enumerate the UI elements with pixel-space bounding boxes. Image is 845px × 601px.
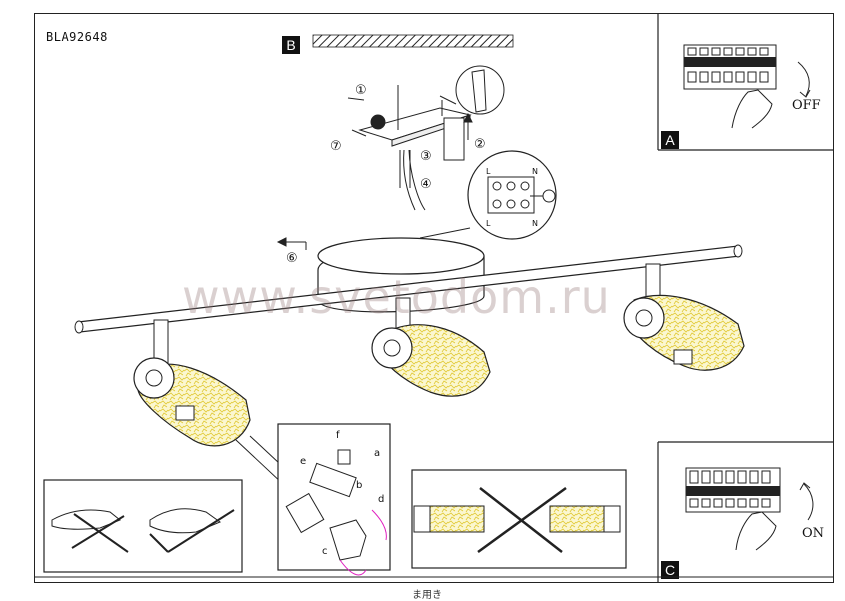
page-frame: [34, 13, 834, 583]
do-not-touch-panel: [43, 479, 243, 573]
panel-b-label: B: [282, 36, 300, 54]
terminal-bottom-n: N: [532, 219, 538, 228]
incorrect-installation-panel: [411, 469, 627, 569]
spotlight-bar: [74, 244, 743, 334]
step-7-marker: ⑦: [330, 139, 342, 154]
step-1-marker: ①: [355, 83, 367, 98]
breaker-panel-on: [685, 467, 814, 551]
step-3-marker: ③: [420, 149, 432, 164]
watermark: www.svetodom.ru: [182, 270, 611, 324]
direction-arrows: [276, 95, 473, 250]
bulb-replacement-detail: [277, 423, 391, 576]
terminal-detail: [419, 150, 557, 240]
spotlight-center: [371, 297, 491, 397]
model-number: BLA92648: [46, 30, 108, 44]
ceiling-hatch: [312, 34, 514, 48]
step-a-label: a: [374, 448, 380, 459]
panel-a-label: A: [661, 131, 679, 149]
panel-c-label: C: [661, 561, 679, 579]
step-b-label: b: [356, 480, 362, 491]
spotlight-right: [623, 263, 745, 371]
step-4-marker: ④: [420, 177, 432, 192]
terminal-top-l: L: [486, 167, 491, 176]
step-f-label: f: [336, 430, 340, 441]
footer-text: ま用き: [412, 590, 442, 601]
terminal-bottom-l: L: [486, 219, 491, 228]
step-6-marker: ⑥: [286, 251, 298, 266]
spotlight-left: [133, 319, 251, 447]
mounting-bracket: [358, 65, 505, 211]
off-label: OFF: [792, 98, 821, 113]
step-d-label: d: [378, 494, 384, 505]
breaker-panel-off: [683, 44, 811, 129]
step-e-label: e: [300, 456, 306, 467]
terminal-top-n: N: [532, 167, 538, 176]
step-2-marker: ②: [474, 137, 486, 152]
step-c-label: c: [322, 546, 328, 557]
on-label: ON: [802, 526, 825, 541]
